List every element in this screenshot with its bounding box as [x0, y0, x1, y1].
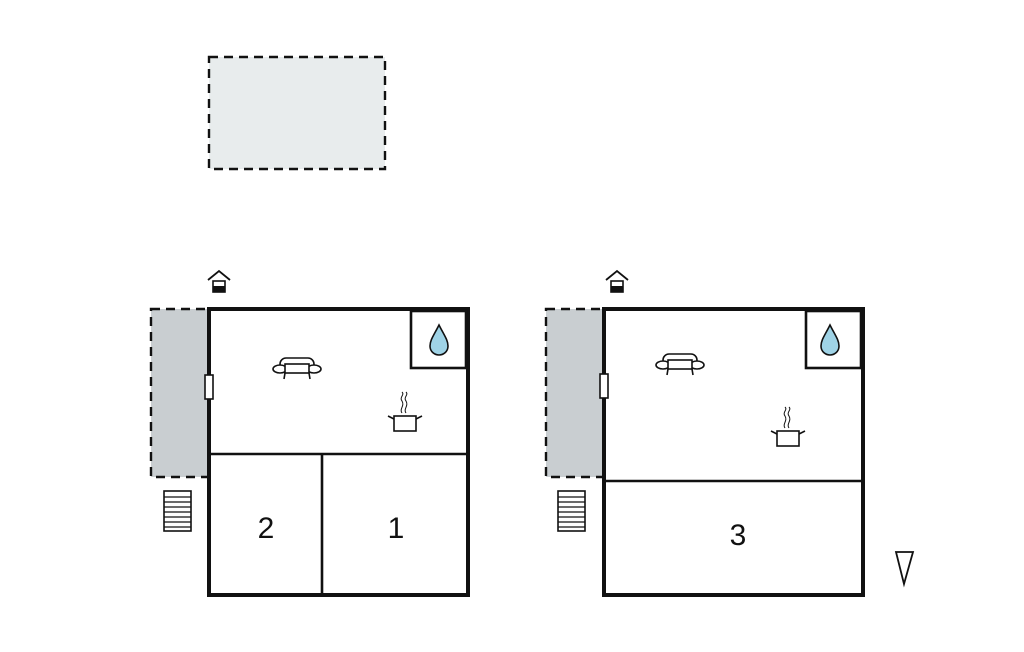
- entrance-icon: [605, 270, 629, 293]
- stairs-icon: [557, 490, 586, 532]
- terrace-area: [149, 307, 211, 479]
- outdoor-area: [207, 55, 387, 171]
- floor-plan-a: 2 1: [149, 270, 470, 597]
- floor-plan-b: 3: [544, 270, 865, 597]
- north-arrow-icon: [894, 551, 915, 588]
- room-label: 2: [258, 512, 275, 545]
- terrace-area: [544, 307, 606, 479]
- door: [204, 374, 214, 400]
- room-label: 1: [388, 512, 405, 545]
- stairs-icon: [163, 490, 192, 532]
- entrance-icon: [207, 270, 231, 293]
- door: [599, 373, 609, 399]
- room-label: 3: [730, 519, 747, 552]
